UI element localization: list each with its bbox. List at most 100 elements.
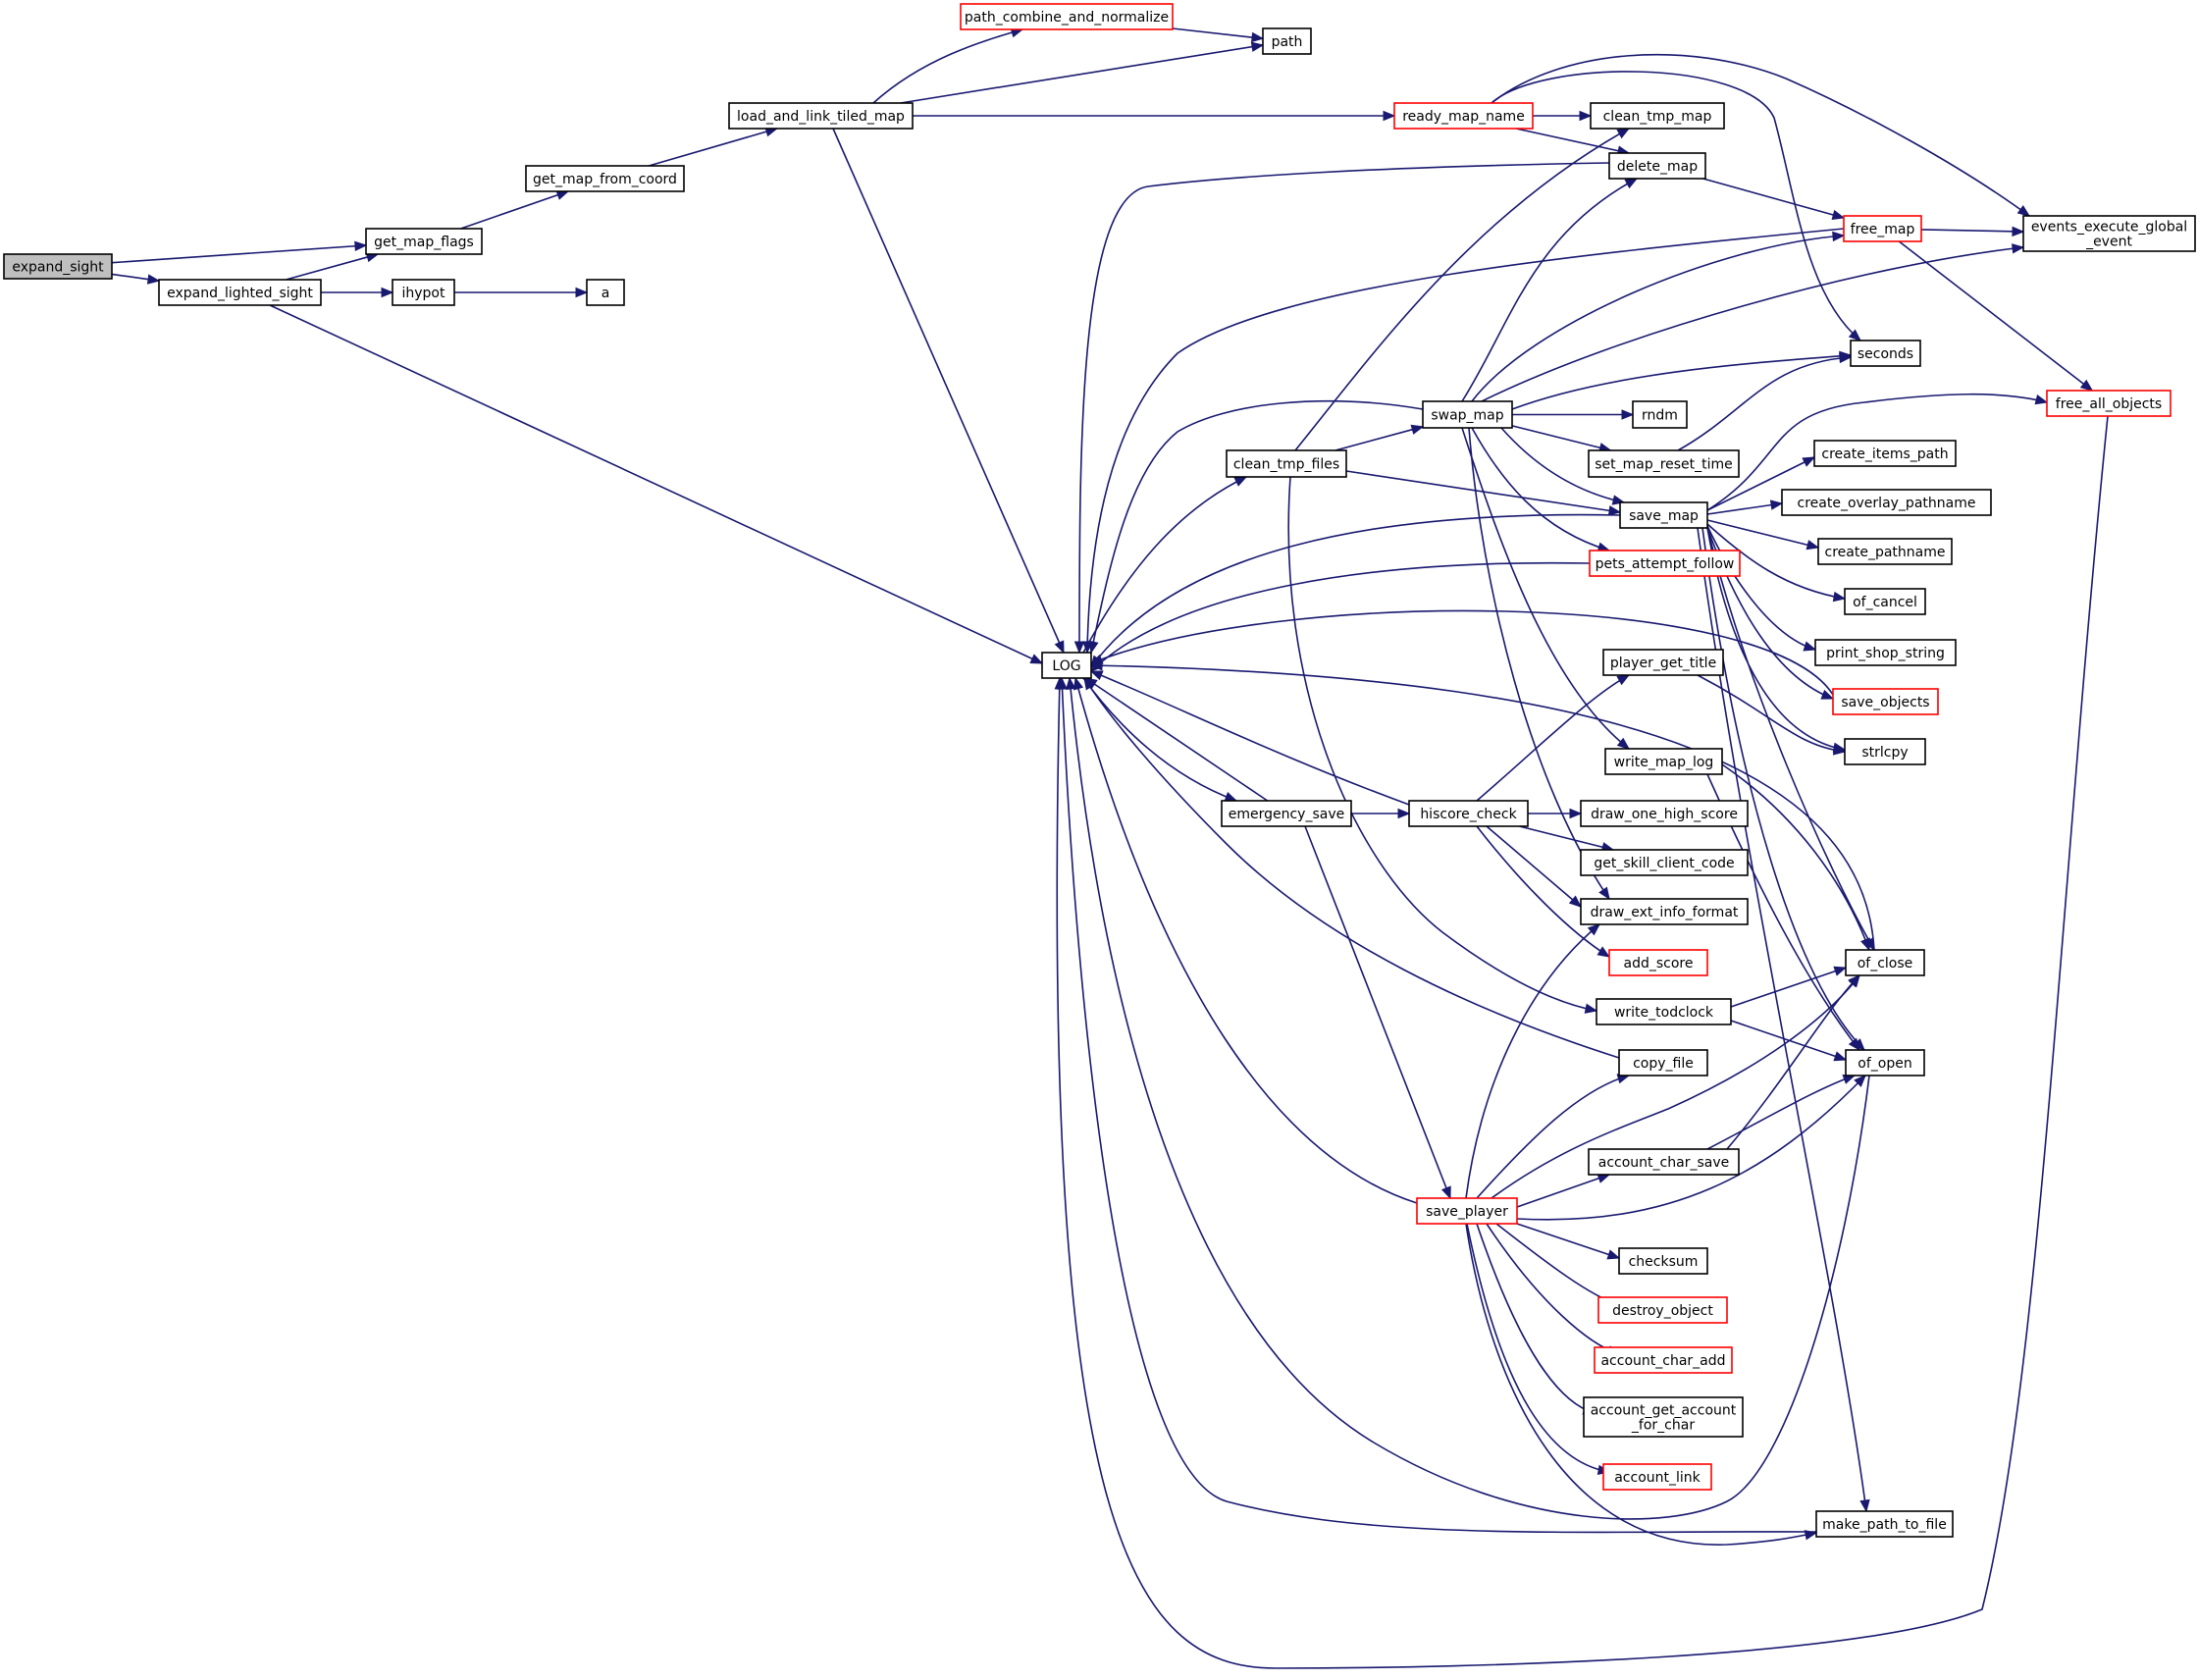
node-box [1608,152,1706,180]
edge-load_and_link_tiled_map-to-path [900,44,1264,104]
node-free-all-objects[interactable]: free_all_objects [2046,390,2172,417]
edge-save_map-to-LOG [1090,513,1621,668]
node-create-pathname[interactable]: create_pathname [1817,538,1953,565]
node-clean-tmp-files[interactable]: clean_tmp_files [1226,449,1347,478]
arrowhead-expand_lighted_sight-to-LOG [1029,654,1044,664]
arrowhead-load_and_link_tiled_map-to-LOG [1054,640,1065,655]
edge-hiscore_check-to-add_score [1476,825,1610,958]
node-of-open[interactable]: of_open [1845,1049,1925,1076]
node-destroy-object[interactable]: destroy_object [1597,1296,1728,1324]
node-label: a [602,286,610,301]
function-nodes: expand_sight get_map_flags expand_lighted_… [3,3,2196,1538]
node-swap-map[interactable]: swap_map [1422,400,1513,429]
node-of-cancel[interactable]: of_cancel [1844,588,1926,615]
edge-LOG-to-clean_tmp_files [1082,476,1247,654]
node-set-map-reset-time[interactable]: set_map_reset_time [1588,449,1740,478]
edge-delete_map-to-free_map [1702,178,1845,219]
edge-save_map-to-create_overlay_pathname [1706,502,1783,515]
node-box [1594,1346,1733,1374]
edge-ready_map_name-to-delete_map [1515,128,1630,154]
node-box [1618,1049,1708,1076]
edge-expand_lighted_sight-to-LOG [269,304,1043,664]
node-account-char-add[interactable]: account_char_add [1594,1346,1733,1374]
node-events-execute-global-event[interactable]: events_execute_global_event [2022,215,2196,252]
node-checksum[interactable]: checksum [1618,1247,1708,1275]
node-box [3,253,113,280]
node-box [1815,1510,1954,1538]
node-seconds[interactable]: seconds [1850,340,1921,367]
node-label: set_map_reset_time [1595,457,1733,473]
node-expand-sight[interactable]: expand_sight [3,253,113,280]
edge-write_todclock-to-of_close [1730,967,1847,1008]
node-strlcpy[interactable]: strlcpy [1844,738,1926,765]
node-save-map[interactable]: save_map [1619,501,1708,529]
node-box [1416,1197,1518,1225]
arrowhead-swap_map-to-write_map_log [1616,737,1631,750]
arrowhead-of_open-to-LOG [1065,676,1076,690]
arrowhead-write_map_log-to-of_open [1848,1037,1860,1052]
node-expand-lighted-sight[interactable]: expand_lighted_sight [158,279,322,306]
node-free-map[interactable]: free_map [1843,215,1922,242]
node-of-close[interactable]: of_close [1845,949,1925,976]
node-write-map-log[interactable]: write_map_log [1604,748,1723,775]
node-print-shop-string[interactable]: print_shop_string [1814,639,1957,666]
node-create-overlay-pathname[interactable]: create_overlay_pathname [1781,489,1992,516]
node-make-path-to-file[interactable]: make_path_to_file [1815,1510,1954,1538]
node-box [1845,1049,1925,1076]
node-delete-map[interactable]: delete_map [1608,152,1706,180]
arrowhead-ihypot-to-a [575,287,589,298]
node-draw-one-high-score[interactable]: draw_one_high_score [1580,800,1749,827]
edge-hiscore_check-to-player_get_title [1476,674,1630,802]
node-copy-file[interactable]: copy_file [1618,1049,1708,1076]
node-label: free_all_objects [2056,396,2162,412]
node-account-link[interactable]: account_link [1602,1463,1712,1491]
node-a[interactable]: a [586,279,625,306]
node-load-and-link-tiled-map[interactable]: load_and_link_tiled_map [728,102,914,130]
arrowhead-save_map-to-print_shop_string [1803,641,1817,652]
node-get-map-from-coord[interactable]: get_map_from_coord [525,165,685,192]
arrowhead-clean_tmp_files-to-clean_tmp_map [1616,128,1631,139]
edge-set_map_reset_time-to-seconds [1677,356,1852,451]
node-get-map-flags[interactable]: get_map_flags [365,228,483,255]
node-label: save_map [1629,508,1699,524]
arrowhead-expand_sight-to-expand_lighted_sight [146,274,161,285]
node-player-get-title[interactable]: player_get_title [1602,649,1724,676]
edge-hiscore_check-to-LOG [1090,670,1410,806]
node-label: ihypot [402,286,446,301]
node-pets-attempt-follow[interactable]: pets_attempt_follow [1589,550,1741,577]
arrowhead-swap_map-to-events_execute_global_event [2012,243,2025,254]
node-label: account_get_account [1591,1403,1737,1419]
edge-ready_map_name-to-seconds [1491,71,1861,341]
edge-save_player-to-copy_file [1476,1075,1630,1199]
arrowhead-save_map-to-create_items_path [1802,456,1816,467]
node-rndm[interactable]: rndm [1632,400,1688,429]
node-account-get-account-for-char[interactable]: account_get_account_for_char [1583,1396,1744,1438]
node-box [1844,738,1926,765]
node-label: free_map [1851,222,1915,237]
node-LOG[interactable]: LOG [1041,652,1092,679]
node-ihypot[interactable]: ihypot [392,279,455,306]
node-box [1597,1296,1728,1324]
node-save-objects[interactable]: save_objects [1832,688,1939,715]
node-add-score[interactable]: add_score [1608,949,1708,976]
node-clean-tmp-map[interactable]: clean_tmp_map [1590,102,1725,130]
node-emergency-save[interactable]: emergency_save [1221,800,1352,827]
node-box [1589,550,1741,577]
edge-arrowheads [146,27,2094,1541]
arrowhead-hiscore_check-to-draw_one_high_score [1569,808,1583,819]
edge-delete_map-to-LOG [1078,162,1610,654]
node-get-skill-client-code[interactable]: get_skill_client_code [1580,849,1749,876]
node-box [728,102,914,130]
edge-player_get_title-to-strlcpy [1697,674,1846,753]
node-account-char-save[interactable]: account_char_save [1588,1148,1740,1176]
node-path-combine-and-normalize[interactable]: path_combine_and_normalize [960,3,1174,30]
node-draw-ext-info-format[interactable]: draw_ext_info_format [1580,898,1749,925]
node-path[interactable]: path [1262,27,1312,55]
node-create-items-path[interactable]: create_items_path [1813,440,1957,467]
arrowhead-swap_map-to-draw_ext_info_format [1598,886,1610,901]
node-label: of_cancel [1853,595,1917,610]
node-hiscore-check[interactable]: hiscore_check [1408,800,1529,827]
node-save-player[interactable]: save_player [1416,1197,1518,1225]
node-ready-map-name[interactable]: ready_map_name [1393,102,1534,130]
node-write-todclock[interactable]: write_todclock [1596,998,1732,1025]
